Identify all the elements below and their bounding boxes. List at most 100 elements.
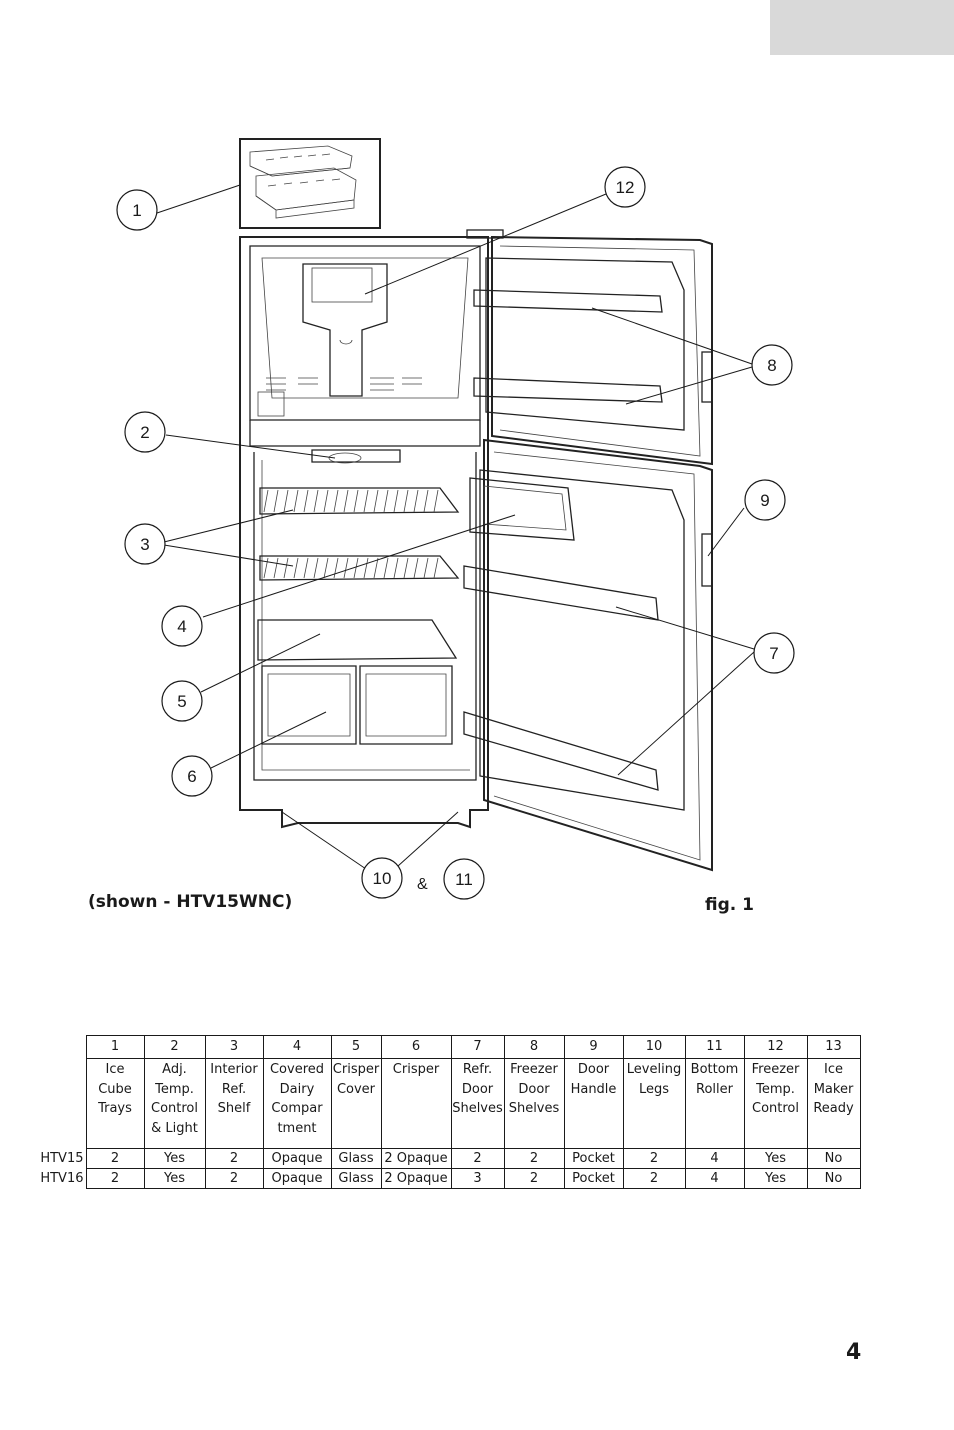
description-line: tment bbox=[277, 1120, 317, 1136]
description-line: Temp. bbox=[155, 1081, 194, 1097]
description-line: Control bbox=[151, 1101, 198, 1116]
callout-label: 2 bbox=[140, 423, 149, 442]
description-line: Crisper bbox=[332, 1062, 380, 1077]
description-line: Refr. bbox=[462, 1062, 493, 1077]
description-line: Shelf bbox=[217, 1101, 251, 1116]
table-cell-number: 11 bbox=[684, 1035, 745, 1059]
table-cell-value: Opaque bbox=[262, 1148, 332, 1169]
description-line: Roller bbox=[696, 1081, 733, 1097]
table-cell-number: 9 bbox=[563, 1035, 624, 1059]
table-cell-number: 12 bbox=[743, 1035, 808, 1059]
callout-label: 11 bbox=[455, 870, 473, 889]
description-line: Shelves bbox=[508, 1101, 560, 1116]
table-cell-number: 5 bbox=[330, 1035, 382, 1059]
description-line: Covered bbox=[269, 1062, 325, 1077]
description-line: Handle bbox=[570, 1081, 617, 1097]
table-cell-value: 2 bbox=[622, 1148, 686, 1169]
description-line: Freezer bbox=[510, 1062, 558, 1077]
table-cell-value: 2 bbox=[85, 1168, 145, 1189]
page-number: 4 bbox=[846, 1340, 862, 1365]
corner-tab bbox=[770, 0, 954, 55]
table-cell-value: Yes bbox=[143, 1168, 206, 1189]
callout-3: 3 bbox=[124, 523, 166, 565]
callout-label: 6 bbox=[187, 767, 196, 786]
description-line: Legs bbox=[638, 1081, 670, 1097]
ampersand: & bbox=[417, 876, 428, 893]
fridge-cabinet bbox=[239, 229, 504, 829]
description-line: Door bbox=[461, 1081, 494, 1097]
table-cell-value: 2 bbox=[85, 1148, 145, 1169]
table-cell-value: No bbox=[806, 1148, 861, 1169]
callout-11: 11 bbox=[443, 858, 485, 900]
table-cell-value: Glass bbox=[330, 1168, 382, 1189]
description-line: Shelves bbox=[452, 1101, 503, 1116]
callout-label: 10 bbox=[373, 869, 392, 888]
description-line: Temp. bbox=[756, 1081, 795, 1097]
table-cell-value: 2 bbox=[503, 1168, 565, 1189]
table-cell-value: 2 Opaque bbox=[380, 1168, 452, 1189]
callout-label: 7 bbox=[769, 644, 778, 663]
table-cell-value: 2 bbox=[204, 1148, 264, 1169]
description-line: Ice bbox=[105, 1062, 125, 1077]
table-cell-number: 3 bbox=[204, 1035, 264, 1059]
table-cell-value: 2 bbox=[622, 1168, 686, 1189]
table-cell-value: 4 bbox=[684, 1148, 745, 1169]
description-line: Leveling bbox=[626, 1062, 682, 1077]
description-line: Adj. bbox=[162, 1062, 187, 1077]
table-cell-value: No bbox=[806, 1168, 861, 1189]
callout-9: 9 bbox=[744, 479, 786, 521]
callout-7: 7 bbox=[753, 632, 795, 674]
table-cell-value: Yes bbox=[743, 1148, 808, 1169]
refrigerator-door bbox=[463, 438, 713, 872]
table-cell-number: 13 bbox=[806, 1035, 861, 1059]
table-cell-value: Glass bbox=[330, 1148, 382, 1169]
table-cell-value: 2 bbox=[450, 1148, 505, 1169]
callout-12: 12 bbox=[604, 166, 646, 208]
callout-1: 1 bbox=[116, 189, 158, 231]
description-line: Maker bbox=[813, 1081, 854, 1097]
model-label: HTV16 bbox=[40, 1170, 84, 1186]
description-line: Door bbox=[577, 1062, 610, 1077]
description-line: Compar bbox=[271, 1101, 323, 1116]
callout-5: 5 bbox=[161, 680, 203, 722]
table-cell-value: 3 bbox=[450, 1168, 505, 1189]
table-cell-value: 2 bbox=[503, 1148, 565, 1169]
table-cell-number: 1 bbox=[85, 1035, 145, 1059]
refrigerator-diagram: 1 2 3 4 5 6 7 8 9 10 11 12 bbox=[116, 138, 795, 900]
table-cell-number: 7 bbox=[450, 1035, 505, 1059]
callout-2: 2 bbox=[124, 411, 166, 453]
description-line: Door bbox=[518, 1081, 550, 1097]
table-cell-number: 10 bbox=[622, 1035, 686, 1059]
figure-caption-label: fig. 1 bbox=[705, 895, 754, 915]
table-cell-value: Opaque bbox=[262, 1168, 332, 1189]
callout-10: 10 bbox=[361, 857, 403, 899]
callout-label: 4 bbox=[177, 617, 186, 636]
description-line: & Light bbox=[151, 1120, 198, 1136]
callout-label: 12 bbox=[616, 178, 635, 197]
description-line: Crisper bbox=[392, 1062, 440, 1077]
table-cell-value: Yes bbox=[743, 1168, 808, 1189]
callout-label: 3 bbox=[140, 535, 149, 554]
table-cell-value: Pocket bbox=[563, 1168, 624, 1189]
table-cell-value: Pocket bbox=[563, 1148, 624, 1169]
callout-label: 1 bbox=[132, 201, 141, 220]
leader-lines bbox=[156, 184, 755, 870]
table-cell-number: 8 bbox=[503, 1035, 565, 1059]
callout-8: 8 bbox=[751, 344, 793, 386]
ice-tray-inset bbox=[239, 138, 381, 229]
callout-label: 5 bbox=[177, 692, 186, 711]
table-cell-value: 2 bbox=[204, 1168, 264, 1189]
